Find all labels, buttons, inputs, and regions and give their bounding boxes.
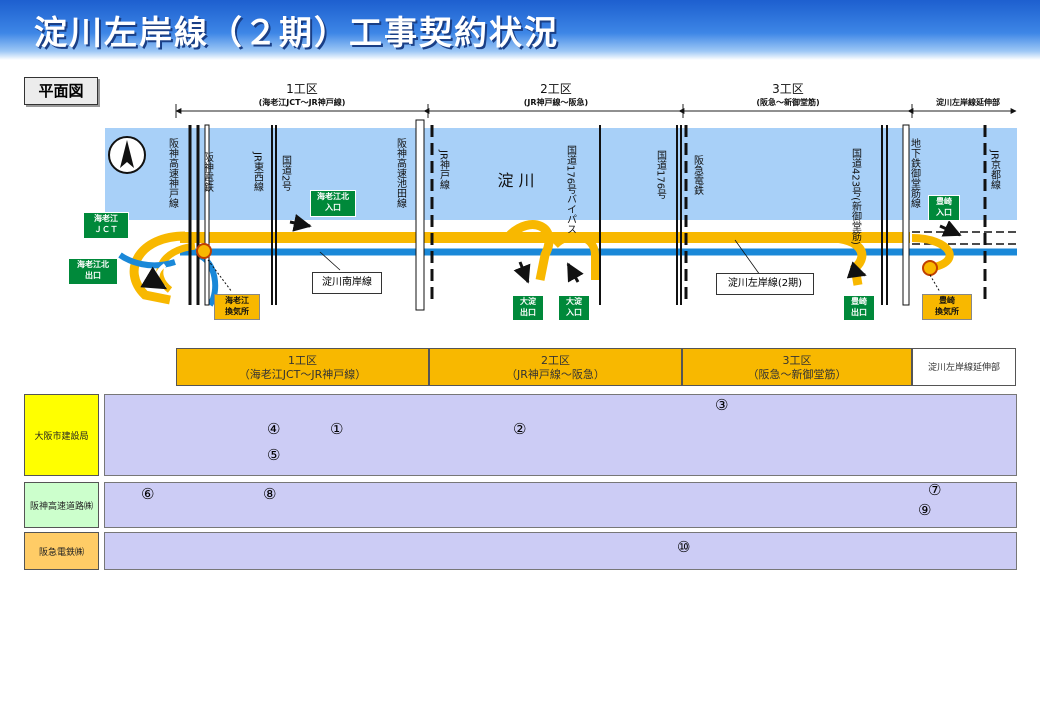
page-title: 淀川左岸線（２期）工事契約状況 (34, 13, 559, 52)
line-label-route2: 国道2号 (280, 155, 292, 192)
river-label: 淀 川 (497, 171, 534, 190)
contract-label-6: ⑥ (141, 485, 155, 503)
contract-label-9: ⑨ (918, 501, 932, 519)
title-bar: 淀川左岸線（２期）工事契約状況 (0, 0, 1040, 60)
vertical-lines (188, 119, 987, 311)
section-box-2-sub: （JR神戸線～阪急） (506, 368, 605, 381)
ebie-kita-entrance-label: 海老江北 入口 (310, 190, 356, 217)
line-label-hankyu: 阪急電鉄 (692, 154, 704, 196)
line-label-hanshin-kobe: 阪神高速神戸線 (167, 137, 179, 208)
section-box-1-label: 1工区 (288, 354, 317, 367)
section-box-ext: 淀川左岸線延伸部 (912, 348, 1016, 386)
contract-label-3: ③ (715, 396, 729, 414)
section-box-1-sub: （海老江JCT～JR神戸線） (238, 368, 367, 381)
line-label-jr-tozai: JR東西線 (252, 151, 264, 192)
contract-label-7: ⑦ (928, 481, 942, 499)
ruler-section-2-label: 2工区 (540, 82, 572, 96)
section-box-1: 1工区 （海老江JCT～JR神戸線） (176, 348, 429, 386)
band-osaka-city (104, 394, 1017, 476)
oyodo-exit-label: 大淀 出口 (512, 295, 544, 321)
ruler-section-3-sub: (阪急～新御堂筋) (756, 97, 819, 107)
contract-label-10: ⑩ (677, 538, 691, 556)
line-label-hanshin-railway: 阪神電鉄 (202, 151, 214, 193)
contract-label-5: ⑤ (267, 446, 281, 464)
line-label-hanshin-ikeda: 阪神高速池田線 (395, 137, 407, 208)
ebie-jct-label: 海老江 ＪＣＴ (83, 212, 129, 239)
ruler-section-3-label: 3工区 (772, 82, 804, 96)
contract-label-2: ② (513, 420, 527, 438)
org-osaka-city: 大阪市建設局 (24, 394, 99, 476)
line-label-midosuji-subway: 地下鉄御堂筋線 (909, 137, 921, 208)
contract-label-1: ① (330, 420, 344, 438)
section-box-3-sub: （阪急～新御堂筋） (747, 368, 847, 381)
line-label-jr-kobe: JR神戸線 (438, 149, 450, 190)
sagan2-callout: 淀川左岸線(2期) (716, 273, 814, 295)
ruler-section-1-sub: (海老江JCT～JR神戸線) (259, 97, 346, 107)
toyosaki-ventilation-label: 豊崎 換気所 (922, 294, 972, 320)
line-label-route423: 国道423号(新御堂筋) (850, 148, 862, 245)
toyosaki-entrance-label: 豊崎 入口 (928, 195, 960, 221)
section-box-2-label: 2工区 (541, 354, 570, 367)
north-arrow-icon (108, 136, 146, 174)
contract-label-8: ⑧ (263, 485, 277, 503)
oyodo-ramps (289, 213, 599, 284)
band-hanshin-expressway (104, 482, 1017, 528)
toyosaki-ramps (829, 220, 962, 286)
section-box-3: 3工区 （阪急～新御堂筋） (682, 348, 912, 386)
band-hankyu (104, 532, 1017, 570)
toyosaki-exit-label: 豊崎 出口 (843, 295, 875, 321)
plan-view-label: 平面図 (24, 77, 98, 105)
ebie-ventilation-label: 海老江 換気所 (214, 294, 260, 320)
yodo-river (105, 128, 1017, 220)
oyodo-entrance-label: 大淀 入口 (558, 295, 590, 321)
ruler-section-2-sub: (JR神戸線～阪急) (524, 97, 588, 107)
contract-label-4: ④ (267, 420, 281, 438)
line-label-jr-kyoto: JR京都線 (989, 149, 1001, 190)
section-box-2: 2工区 （JR神戸線～阪急） (429, 348, 682, 386)
ruler-section-1-label: 1工区 (286, 82, 318, 96)
line-label-route176: 国道176号 (655, 150, 667, 200)
org-hanshin-expressway: 阪神高速道路㈱ (24, 482, 99, 528)
section-ruler (175, 104, 1017, 118)
section-box-3-label: 3工区 (782, 354, 812, 367)
nangan-callout: 淀川南岸線 (312, 272, 382, 294)
toyosaki-ventilation-icon (922, 260, 938, 276)
ebie-kita-exit-label: 海老江北 出口 (68, 258, 118, 285)
org-hankyu: 阪急電鉄㈱ (24, 532, 99, 570)
ruler-section-ext-label: 淀川左岸線延伸部 (936, 97, 1000, 107)
ebie-ventilation-icon (196, 243, 212, 259)
line-label-route176-bypass: 国道176号バイパス (565, 145, 577, 234)
